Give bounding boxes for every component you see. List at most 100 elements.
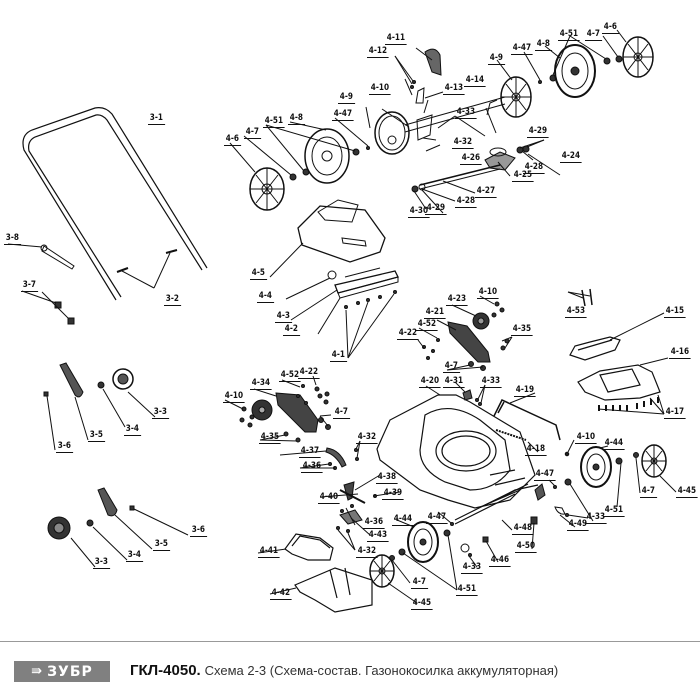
callout-4-18[interactable]: 4-18 — [525, 444, 547, 456]
callout-4-8-left[interactable]: 4-8 — [288, 113, 305, 125]
callout-4-4[interactable]: 4-4 — [257, 291, 274, 303]
callout-4-35-a[interactable]: 4-35 — [511, 324, 533, 336]
callout-4-28-b[interactable]: 4-28 — [523, 162, 545, 174]
callout-4-5[interactable]: 4-5 — [250, 268, 267, 280]
callout-3-6-upper[interactable]: 3-6 — [56, 441, 73, 453]
callout-4-45-left[interactable]: 4-45 — [411, 598, 433, 610]
callout-4-22-left[interactable]: 4-22 — [298, 367, 320, 379]
callout-4-29-b[interactable]: 4-29 — [425, 203, 447, 215]
callout-4-24[interactable]: 4-24 — [560, 151, 582, 163]
callout-4-32-left[interactable]: 4-32 — [356, 432, 378, 444]
callout-4-10-front[interactable]: 4-10 — [575, 432, 597, 444]
callout-3-5-lower[interactable]: 3-5 — [153, 539, 170, 551]
grass-catcher-drawing — [257, 533, 373, 613]
callout-4-7-front-right[interactable]: 4-7 — [640, 486, 657, 498]
callout-4-52-a[interactable]: 4-52 — [416, 319, 438, 331]
callout-4-37[interactable]: 4-37 — [299, 446, 321, 458]
callout-3-2[interactable]: 3-2 — [164, 294, 181, 306]
callout-4-6-left[interactable]: 4-6 — [224, 134, 241, 146]
callout-3-4-upper[interactable]: 3-4 — [124, 424, 141, 436]
callout-4-10-mid[interactable]: 4-10 — [477, 287, 499, 299]
callout-4-13[interactable]: 4-13 — [443, 83, 465, 95]
callout-4-9-right[interactable]: 4-9 — [488, 53, 505, 65]
callout-4-28-a[interactable]: 4-28 — [455, 196, 477, 208]
callout-4-47-d[interactable]: 4-47 — [534, 469, 556, 481]
callout-4-51-rear-left[interactable]: 4-51 — [263, 116, 285, 128]
callout-3-3-upper[interactable]: 3-3 — [152, 407, 169, 419]
callout-4-51-rear-right[interactable]: 4-51 — [558, 29, 580, 41]
callout-3-4-lower[interactable]: 3-4 — [126, 550, 143, 562]
callout-4-26[interactable]: 4-26 — [460, 153, 482, 165]
callout-3-8[interactable]: 3-8 — [4, 233, 21, 245]
callout-4-32-deflector[interactable]: 4-32 — [356, 546, 378, 558]
callout-4-23[interactable]: 4-23 — [446, 294, 468, 306]
callout-3-1[interactable]: 3-1 — [148, 113, 165, 125]
callout-4-33-d[interactable]: 4-33 — [585, 512, 607, 524]
callout-4-44-right[interactable]: 4-44 — [603, 438, 625, 450]
callout-4-51-front-right[interactable]: 4-51 — [603, 505, 625, 517]
callout-4-34[interactable]: 4-34 — [250, 378, 272, 390]
callout-4-35-b[interactable]: 4-35 — [259, 432, 281, 444]
callout-4-45-right[interactable]: 4-45 — [676, 486, 698, 498]
callout-4-22-right[interactable]: 4-22 — [397, 328, 419, 340]
callout-4-40[interactable]: 4-40 — [318, 492, 340, 504]
callout-4-32[interactable]: 4-32 — [452, 137, 474, 149]
callout-4-27[interactable]: 4-27 — [475, 186, 497, 198]
callout-4-36-b[interactable]: 4-36 — [363, 517, 385, 529]
callout-4-15[interactable]: 4-15 — [664, 306, 686, 318]
callout-4-19[interactable]: 4-19 — [514, 385, 536, 397]
callout-4-9-left[interactable]: 4-9 — [338, 92, 355, 104]
callout-3-5-upper[interactable]: 3-5 — [88, 430, 105, 442]
callout-4-36[interactable]: 4-36 — [301, 461, 323, 473]
callout-4-17[interactable]: 4-17 — [664, 407, 686, 419]
callout-4-11[interactable]: 4-11 — [385, 33, 407, 45]
callout-4-49[interactable]: 4-49 — [567, 519, 589, 531]
callout-4-31[interactable]: 4-31 — [443, 376, 465, 388]
callout-4-39[interactable]: 4-39 — [382, 488, 404, 500]
callout-4-48[interactable]: 4-48 — [512, 523, 534, 535]
cable-lever-drawing — [394, 47, 444, 104]
callout-4-14[interactable]: 4-14 — [464, 75, 486, 87]
callout-4-10-motor[interactable]: 4-10 — [369, 83, 391, 95]
callout-4-20[interactable]: 4-20 — [419, 376, 441, 388]
callout-4-1[interactable]: 4-1 — [330, 350, 347, 362]
callout-4-51-front-left[interactable]: 4-51 — [456, 584, 478, 596]
callout-4-47-b[interactable]: 4-47 — [511, 43, 533, 55]
callout-4-7-side[interactable]: 4-7 — [333, 407, 350, 419]
callout-4-41[interactable]: 4-41 — [258, 546, 280, 558]
callout-4-44-left[interactable]: 4-44 — [392, 514, 414, 526]
callout-4-7-rear-left[interactable]: 4-7 — [244, 127, 261, 139]
callout-4-3[interactable]: 4-3 — [275, 311, 292, 323]
callout-4-33-a[interactable]: 4-33 — [455, 107, 477, 119]
callout-4-42[interactable]: 4-42 — [270, 588, 292, 600]
callout-4-8-right[interactable]: 4-8 — [535, 39, 552, 51]
callout-4-12[interactable]: 4-12 — [367, 46, 389, 58]
callout-4-29-c[interactable]: 4-29 — [527, 126, 549, 138]
callout-4-10-side[interactable]: 4-10 — [223, 391, 245, 403]
callout-4-25[interactable]: 4-25 — [512, 170, 534, 182]
knob-assembly-upper-drawing — [43, 362, 156, 451]
callout-4-53[interactable]: 4-53 — [565, 306, 587, 318]
callout-3-6-lower[interactable]: 3-6 — [190, 525, 207, 537]
callout-4-2[interactable]: 4-2 — [283, 324, 300, 336]
callout-4-16[interactable]: 4-16 — [669, 347, 691, 359]
callout-4-33-c[interactable]: 4-33 — [461, 562, 483, 574]
callout-4-21[interactable]: 4-21 — [424, 307, 446, 319]
callout-4-6-right[interactable]: 4-6 — [602, 22, 619, 34]
callout-4-30[interactable]: 4-30 — [408, 206, 430, 218]
callout-4-7-mid[interactable]: 4-7 — [443, 361, 460, 373]
callout-4-46[interactable]: 4-46 — [489, 555, 511, 567]
callout-4-7-rear-right[interactable]: 4-7 — [585, 29, 602, 41]
callout-4-7-front-left[interactable]: 4-7 — [411, 577, 428, 589]
callout-4-43[interactable]: 4-43 — [367, 530, 389, 542]
callout-4-38[interactable]: 4-38 — [376, 472, 398, 484]
callout-4-47-a[interactable]: 4-47 — [332, 109, 354, 121]
callout-3-3-lower[interactable]: 3-3 — [93, 557, 110, 569]
brand-logo-text: ЗУБР — [47, 663, 93, 680]
callout-4-33-b[interactable]: 4-33 — [480, 376, 502, 388]
callout-4-52-b[interactable]: 4-52 — [279, 370, 301, 382]
callout-4-47-c[interactable]: 4-47 — [426, 512, 448, 524]
callout-4-50[interactable]: 4-50 — [515, 541, 537, 553]
callout-3-7[interactable]: 3-7 — [21, 280, 38, 292]
